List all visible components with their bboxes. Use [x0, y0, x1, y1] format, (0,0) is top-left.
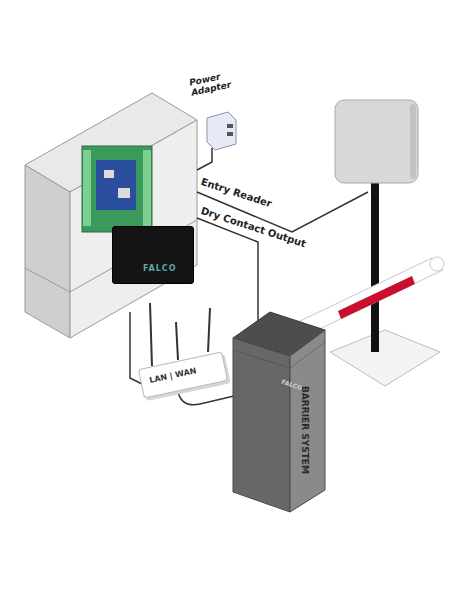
reader-base: [330, 330, 440, 386]
cabinet-side: [25, 165, 70, 338]
barrier-arm: [298, 258, 443, 334]
dry-contact-wire: [197, 218, 258, 335]
terminal-strip: [83, 150, 91, 226]
reader-pole: [371, 180, 379, 352]
wire-label: Dry Contact Output: [200, 205, 308, 249]
adapter-pin: [227, 124, 233, 128]
barrier-side: [290, 330, 325, 512]
entry-reader: [335, 100, 418, 183]
cabinet-front: [70, 120, 197, 338]
router-antenna: [208, 308, 210, 352]
adapter-pin: [227, 132, 233, 136]
network-wire: [178, 392, 234, 405]
board-chip: [96, 160, 136, 210]
controller-board: [82, 146, 152, 232]
power-wire: [197, 148, 212, 170]
router-antenna: [176, 322, 178, 360]
board-component: [104, 170, 114, 178]
barrier-front: [233, 338, 290, 512]
barrier-cap-seam: [233, 350, 290, 368]
reader-edge: [410, 104, 416, 179]
brand-logo: FALCO: [143, 265, 177, 274]
power-adapter-body: [207, 112, 236, 150]
brand-logo: FALCO: [281, 379, 303, 392]
barrier-cap-seam: [290, 342, 325, 368]
barrier-arm-stripe: [338, 276, 415, 319]
board-component: [118, 188, 130, 198]
battery: FALCO: [112, 226, 194, 284]
router-antenna: [150, 303, 152, 366]
part-heading: Power Adapter: [188, 69, 237, 98]
wire-label: Entry Reader: [200, 176, 274, 209]
port-label: LAN | WAN: [149, 367, 198, 386]
power-adapter: Power Adapter: [186, 70, 240, 154]
terminal-strip: [143, 150, 151, 226]
product-name: BARRIER SYSTEM: [299, 386, 309, 474]
barrier-arm-tip: [430, 257, 444, 271]
barrier-system: FALCOBARRIER SYSTEM: [233, 312, 325, 512]
cabinet-seam: [25, 268, 70, 292]
